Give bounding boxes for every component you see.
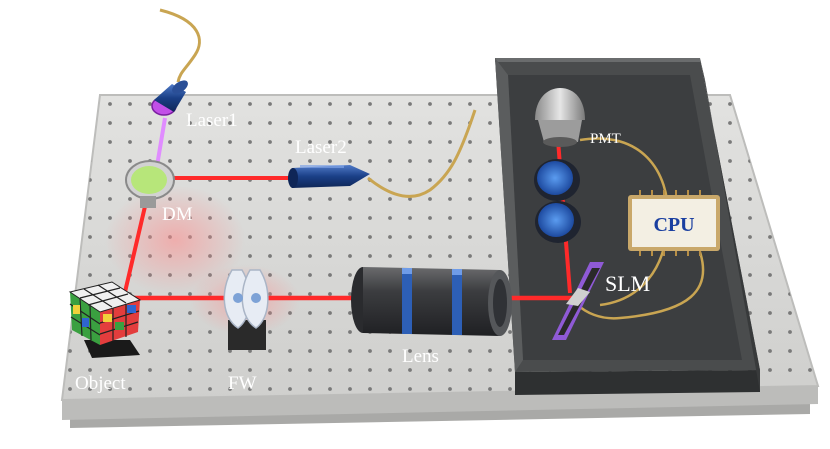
labels: Laser1 Laser2 DM Object FW Lens PMT SLM bbox=[75, 110, 650, 394]
filter-wheel bbox=[223, 269, 269, 350]
cpu-label: CPU bbox=[653, 214, 694, 236]
fiber-laser2 bbox=[367, 109, 477, 198]
dm-label: DM bbox=[162, 204, 193, 225]
cpu-chip: CPU bbox=[628, 190, 720, 256]
pmt bbox=[535, 88, 585, 147]
laser1 bbox=[151, 80, 188, 116]
object-label: Object bbox=[75, 373, 126, 394]
emission-filters bbox=[534, 159, 581, 243]
dichroic-mirror bbox=[125, 160, 175, 208]
slm-label: SLM bbox=[605, 271, 650, 296]
slm bbox=[552, 262, 604, 340]
object-cube bbox=[68, 281, 142, 358]
lens-label: Lens bbox=[402, 346, 439, 367]
lens-tube bbox=[351, 267, 512, 336]
fiber-laser1 bbox=[159, 8, 201, 83]
pmt-label: PMT bbox=[590, 131, 621, 147]
fw-label: FW bbox=[228, 373, 257, 394]
laser1-label: Laser1 bbox=[186, 110, 238, 131]
laser2 bbox=[288, 165, 370, 188]
beam-glow bbox=[105, 185, 245, 295]
laser2-label: Laser2 bbox=[295, 137, 347, 158]
cable-cpu-slm bbox=[577, 251, 705, 320]
